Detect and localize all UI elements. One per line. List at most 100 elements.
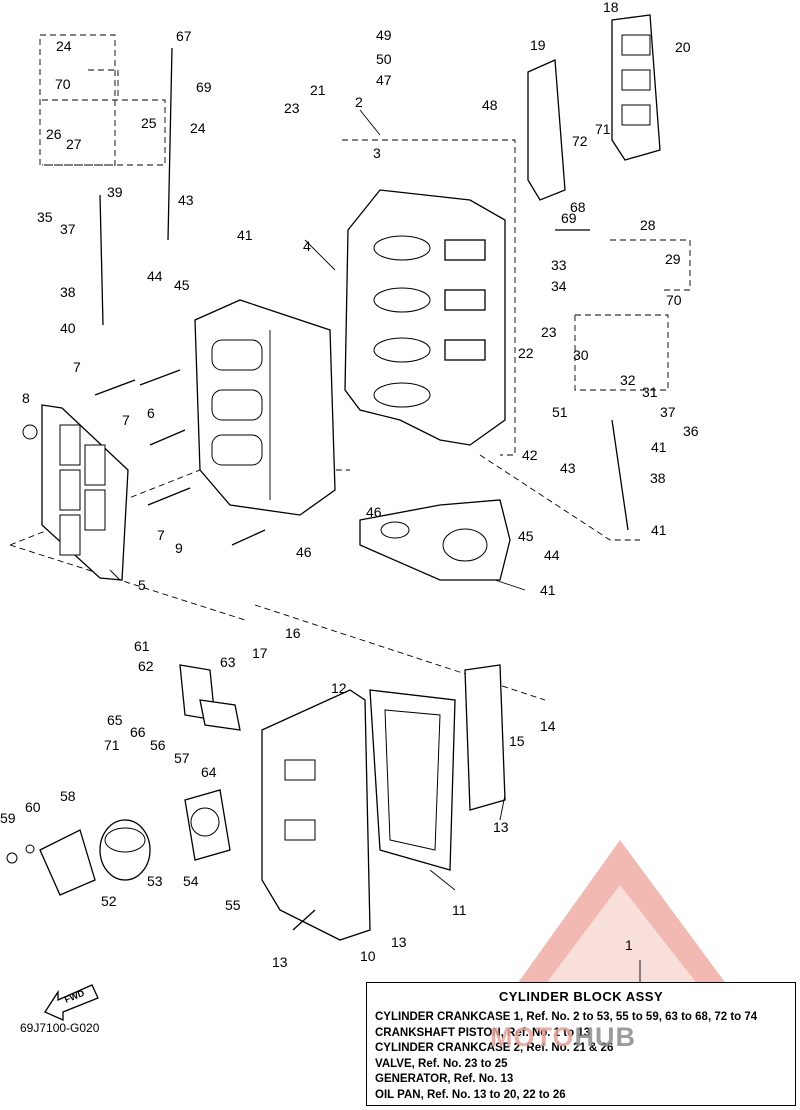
callout-51: 49 bbox=[376, 27, 392, 43]
callout-8: 7 bbox=[73, 359, 81, 375]
legend-line: CRANKSHAFT PISTON, Ref. No. 1 to 13 bbox=[375, 1026, 591, 1039]
callout-53: 51 bbox=[552, 404, 568, 420]
bolts bbox=[6, 47, 629, 931]
callout-24: 23 bbox=[284, 100, 300, 116]
callout-leaders bbox=[109, 109, 641, 985]
callout-38: 37 bbox=[660, 404, 676, 420]
callout-1: 1 bbox=[625, 937, 633, 953]
legend-line: VALVE, Ref. No. 23 to 25 bbox=[375, 1057, 508, 1070]
callout-38: 37 bbox=[60, 221, 76, 237]
callout-7: 7 bbox=[122, 412, 130, 428]
callout-73: 71 bbox=[595, 121, 611, 137]
legend-box: CYLINDER BLOCK ASSY CYLINDER CRANKCASE 1… bbox=[366, 982, 796, 1106]
callout-16: 14 bbox=[540, 718, 556, 734]
callout-60: 58 bbox=[60, 788, 76, 804]
callout-17: 15 bbox=[509, 733, 525, 749]
callout-11: 10 bbox=[360, 948, 376, 964]
callout-41: 41 bbox=[651, 439, 667, 455]
callout-24: 23 bbox=[541, 324, 557, 340]
callout-32: 30 bbox=[573, 347, 589, 363]
callout-13: 13 bbox=[391, 934, 407, 950]
callout-20: 18 bbox=[603, 0, 619, 15]
callout-71: 70 bbox=[55, 76, 71, 92]
legend-line: CYLINDER CRANKCASE 1, Ref. No. 2 to 53, … bbox=[375, 1011, 758, 1023]
callout-39: 38 bbox=[60, 284, 76, 300]
legend-list: CYLINDER CRANKCASE 1, Ref. No. 2 to 53, … bbox=[375, 1010, 795, 1103]
callout-14: 13 bbox=[272, 954, 288, 970]
callout-22: 20 bbox=[675, 39, 691, 55]
callout-23: 22 bbox=[518, 345, 534, 361]
legend-title: CYLINDER BLOCK ASSY bbox=[498, 989, 664, 1004]
callout-68: 66 bbox=[130, 724, 146, 740]
callout-25: 24 bbox=[190, 120, 206, 136]
callout-45: 44 bbox=[147, 268, 163, 284]
exhaust-cover bbox=[41, 404, 129, 581]
callout-6: 6 bbox=[147, 405, 155, 421]
oil-fitting bbox=[179, 664, 241, 731]
callout-9: 8 bbox=[22, 390, 30, 406]
callout-2: 2 bbox=[355, 94, 363, 110]
oil-filter-assy bbox=[39, 789, 231, 896]
callout-46: 45 bbox=[518, 528, 534, 544]
callout-4: 4 bbox=[303, 238, 311, 254]
callout-43: 42 bbox=[522, 447, 538, 463]
callout-21: 19 bbox=[530, 37, 546, 53]
callout-65: 63 bbox=[220, 654, 236, 670]
callout-42: 41 bbox=[540, 582, 556, 598]
callout-45: 44 bbox=[544, 547, 560, 563]
callout-63: 61 bbox=[134, 638, 150, 654]
callout-35: 33 bbox=[551, 257, 567, 273]
side-plates bbox=[527, 14, 661, 201]
callout-47: 46 bbox=[366, 504, 382, 520]
callout-59: 57 bbox=[174, 750, 190, 766]
callout-49: 47 bbox=[376, 72, 392, 88]
drawing-code: 69J7100-G020 bbox=[20, 1021, 100, 1035]
callout-54: 52 bbox=[101, 893, 117, 909]
callout-66: 64 bbox=[201, 764, 217, 780]
callout-55: 53 bbox=[147, 873, 163, 889]
callout-36: 34 bbox=[551, 278, 567, 294]
callout-70: 69 bbox=[196, 79, 212, 95]
crankcase-half bbox=[194, 299, 336, 516]
callout-7: 7 bbox=[157, 527, 165, 543]
oil-pan bbox=[261, 664, 506, 941]
callout-61: 59 bbox=[0, 810, 16, 826]
callout-58: 56 bbox=[150, 737, 166, 753]
callout-10: 9 bbox=[175, 540, 183, 556]
legend-line: OIL PAN, Ref. No. 13 to 20, 22 to 26 bbox=[375, 1088, 566, 1101]
callout-26: 24 bbox=[56, 38, 72, 54]
callout-15: 13 bbox=[493, 819, 509, 835]
callout-41: 40 bbox=[60, 320, 76, 336]
callout-69: 67 bbox=[176, 28, 192, 44]
callout-40: 38 bbox=[650, 470, 666, 486]
callout-23: 21 bbox=[310, 82, 326, 98]
callout-3: 3 bbox=[373, 145, 381, 161]
callout-5: 5 bbox=[138, 577, 146, 593]
callout-71: 70 bbox=[666, 292, 682, 308]
callout-44: 43 bbox=[560, 460, 576, 476]
callout-29: 27 bbox=[66, 136, 82, 152]
callout-34: 32 bbox=[620, 372, 636, 388]
callout-41: 39 bbox=[107, 184, 123, 200]
cylinder-block bbox=[344, 189, 506, 446]
callout-70: 69 bbox=[561, 210, 577, 226]
callout-57: 55 bbox=[225, 897, 241, 913]
callout-28: 26 bbox=[46, 126, 62, 142]
callout-44: 43 bbox=[178, 192, 194, 208]
callout-27: 25 bbox=[141, 115, 157, 131]
callout-41: 41 bbox=[651, 522, 667, 538]
block-gasket bbox=[359, 499, 511, 581]
callout-37: 36 bbox=[683, 423, 699, 439]
callout-64: 62 bbox=[138, 658, 154, 674]
assembly-lines bbox=[9, 34, 691, 701]
legend-line: GENERATOR, Ref. No. 13 bbox=[375, 1073, 514, 1085]
callout-50: 48 bbox=[482, 97, 498, 113]
callout-74: 72 bbox=[572, 133, 588, 149]
callout-43: 41 bbox=[237, 227, 253, 243]
callout-69: 68 bbox=[570, 199, 586, 215]
callout-18: 16 bbox=[285, 625, 301, 641]
callout-46: 45 bbox=[174, 277, 190, 293]
callout-72: 71 bbox=[104, 737, 120, 753]
callout-31: 29 bbox=[665, 251, 681, 267]
